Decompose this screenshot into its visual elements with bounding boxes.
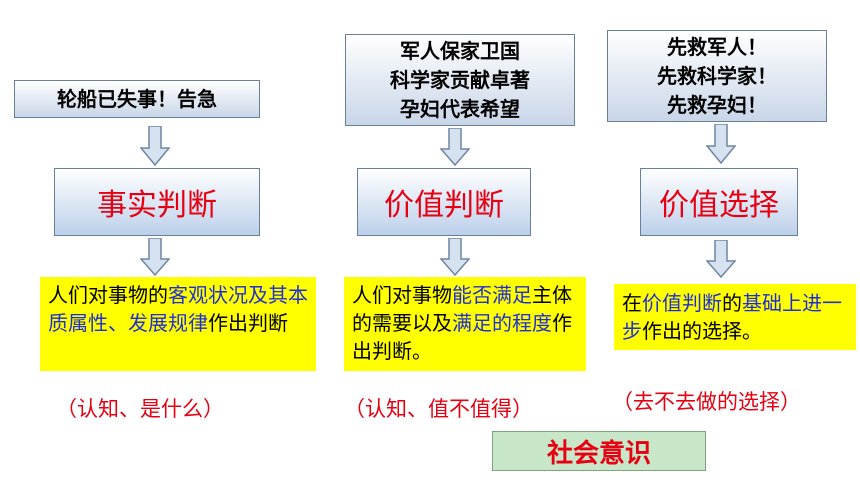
social-consciousness-label: 社会意识 [492, 431, 706, 471]
value-judgement-box: 价值判断 [357, 168, 531, 236]
value-desc-part: 人们对事物 [352, 283, 452, 307]
value-desc-part: 作出判断。 [352, 311, 572, 363]
down-arrow-icon [706, 240, 736, 278]
fact-desc-part: 人们对事物的 [48, 283, 168, 307]
values-box: 军人保家卫国 科学家贡献卓著 孕妇代表希望 [345, 34, 575, 126]
event-box: 轮船已失事！告急 [14, 80, 260, 118]
value-judgement-label: 价值判断 [384, 188, 504, 223]
down-arrow-icon [140, 126, 170, 166]
values-line-2: 科学家贡献卓著 [390, 67, 530, 92]
choice-desc-part: 在 [622, 291, 642, 315]
value-choice-box: 价值选择 [640, 168, 798, 236]
choice-desc-part: 作出的选择。 [642, 319, 762, 343]
fact-description: 人们对事物的客观状况及其本质属性、发展规律作出判断 [40, 277, 316, 371]
down-arrow-icon [706, 124, 736, 164]
value-choice-label: 价值选择 [659, 188, 779, 223]
values-line-1: 军人保家卫国 [400, 38, 520, 63]
fact-judgement-box: 事实判断 [54, 168, 260, 236]
choice-line-2: 先救科学家！ [657, 63, 777, 88]
values-line-3: 孕妇代表希望 [400, 96, 520, 121]
value-description: 人们对事物能否满足主体的需要以及满足的程度作出判断。 [344, 277, 586, 371]
value-desc-part: 能否满足 [452, 283, 532, 307]
choice-note: （去不去做的选择） [612, 390, 801, 414]
choice-line-1: 先救军人！ [667, 34, 767, 59]
value-desc-part: 主体的需要以及 [352, 283, 572, 335]
social-consciousness-text: 社会意识 [546, 438, 651, 469]
down-arrow-icon [440, 128, 470, 166]
choices-box: 先救军人！ 先救科学家！ 先救孕妇！ [607, 30, 827, 122]
fact-note: （认知、是什么） [56, 397, 224, 421]
event-text: 轮船已失事！告急 [57, 86, 217, 111]
choice-desc-part: 的 [722, 291, 742, 315]
down-arrow-icon [440, 238, 470, 276]
fact-desc-part: 作出判断 [208, 311, 288, 335]
down-arrow-icon [140, 238, 170, 276]
choice-desc-part: 价值判断 [642, 291, 722, 315]
choice-line-3: 先救孕妇！ [667, 92, 767, 117]
choice-desc-part: 基础上进一步 [622, 291, 842, 343]
fact-judgement-label: 事实判断 [97, 188, 217, 223]
value-note: （认知、值不值得） [344, 397, 533, 421]
value-desc-part: 满足的程度 [452, 311, 552, 335]
choice-description: 在价值判断的基础上进一步作出的选择。 [614, 284, 856, 350]
fact-desc-part: 客观状况及其本质属性、发展规律 [48, 283, 308, 335]
